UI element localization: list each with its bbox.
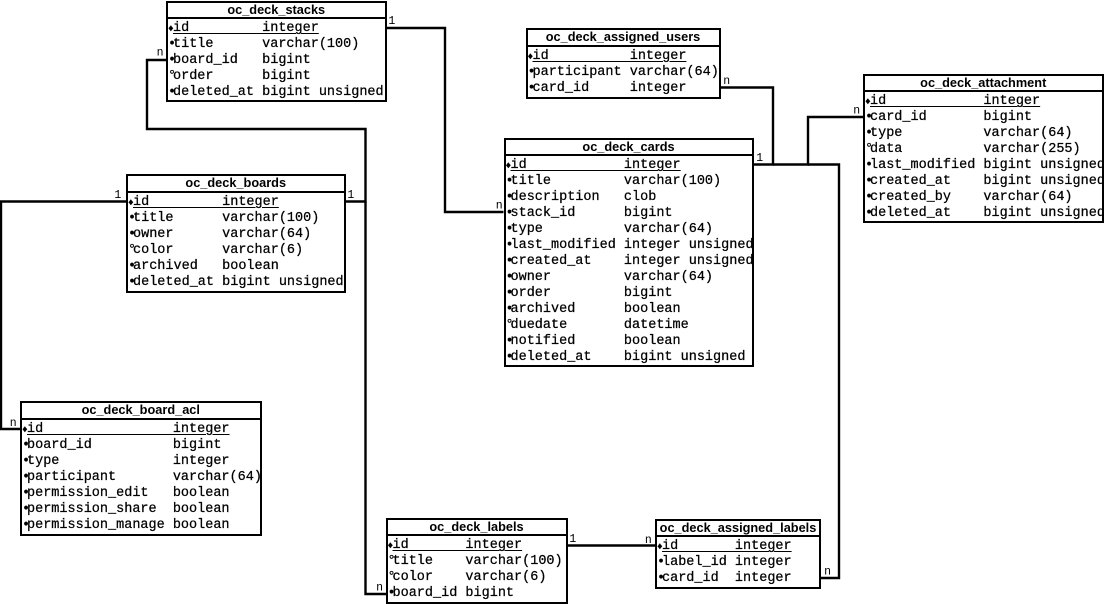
svg-text:1: 1 bbox=[388, 15, 395, 28]
svg-text:1: 1 bbox=[569, 533, 576, 546]
svg-text:1: 1 bbox=[756, 152, 763, 165]
svg-text:n: n bbox=[824, 566, 831, 579]
svg-text:n: n bbox=[10, 417, 17, 430]
svg-text:n: n bbox=[723, 75, 730, 88]
svg-text:n: n bbox=[645, 534, 652, 547]
svg-text:n: n bbox=[157, 47, 164, 60]
svg-text:n: n bbox=[376, 581, 383, 594]
svg-text:n: n bbox=[496, 200, 503, 213]
svg-text:1: 1 bbox=[347, 189, 354, 202]
svg-text:n: n bbox=[853, 104, 860, 117]
svg-text:1: 1 bbox=[114, 189, 121, 202]
